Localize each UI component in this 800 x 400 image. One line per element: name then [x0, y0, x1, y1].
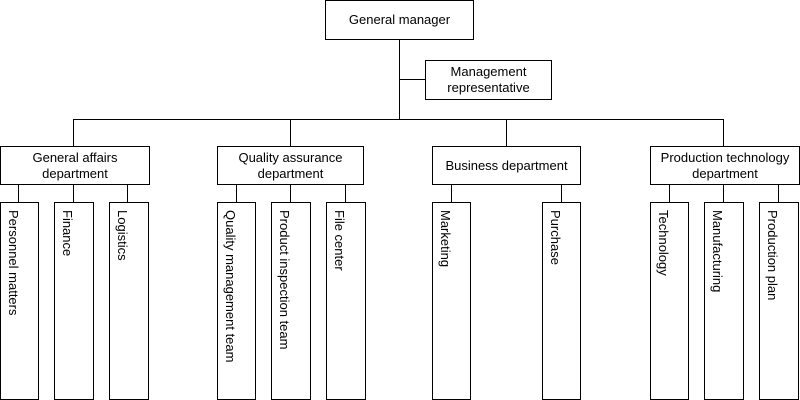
management-representative-box: Management representative: [425, 60, 552, 100]
unit-box: Quality management team: [217, 202, 256, 400]
connector-line: [236, 184, 237, 202]
dept-quality-assurance: Quality assurance department: [217, 146, 364, 185]
unit-label: Quality management team: [223, 210, 238, 363]
dept-general-affairs: General affairs department: [0, 146, 150, 185]
unit-box: Product inspection team: [271, 202, 311, 400]
unit-label: Technology: [656, 210, 671, 276]
connector-line: [18, 184, 19, 202]
dept-label: Quality assurance department: [238, 149, 343, 181]
connector-line: [561, 184, 562, 202]
dept-label: General affairs department: [32, 149, 118, 181]
unit-box: Logistics: [109, 202, 149, 400]
connector-line: [73, 184, 74, 202]
dept-label: Business department: [445, 157, 568, 173]
connector-line: [669, 184, 670, 202]
unit-box: Manufacturing: [704, 202, 744, 400]
unit-box: Production plan: [759, 202, 799, 400]
unit-label: Marketing: [438, 210, 453, 268]
connector-line: [723, 119, 724, 146]
unit-label: Personnel matters: [6, 210, 21, 316]
management-representative-label: Management representative: [447, 64, 530, 95]
connector-line: [451, 184, 452, 202]
dept-production-technology: Production technology department: [650, 146, 800, 185]
connector-line: [290, 184, 291, 202]
dept-label: Production technology department: [660, 149, 790, 181]
unit-label: Production plan: [765, 210, 780, 301]
general-manager-box: General manager: [325, 0, 474, 40]
connector-line: [778, 184, 779, 202]
connector-line: [127, 184, 128, 202]
unit-box: File center: [326, 202, 366, 400]
unit-label: Manufacturing: [710, 210, 725, 293]
unit-box: Finance: [54, 202, 94, 400]
connector-line: [290, 119, 291, 146]
unit-label: Finance: [60, 210, 75, 257]
connector-line: [73, 119, 74, 146]
unit-label: Logistics: [115, 210, 130, 261]
unit-box: Technology: [650, 202, 689, 400]
unit-box: Marketing: [432, 202, 471, 400]
unit-label: Purchase: [548, 210, 563, 265]
general-manager-label: General manager: [348, 12, 451, 27]
dept-business: Business department: [432, 146, 581, 185]
unit-box: Purchase: [542, 202, 581, 400]
connector-line: [506, 119, 507, 146]
connector-line: [399, 79, 425, 80]
connector-line: [73, 119, 724, 120]
connector-line: [345, 184, 346, 202]
unit-box: Personnel matters: [0, 202, 39, 400]
connector-line: [723, 184, 724, 202]
unit-label: File center: [332, 210, 347, 271]
unit-label: Product inspection team: [277, 210, 292, 350]
